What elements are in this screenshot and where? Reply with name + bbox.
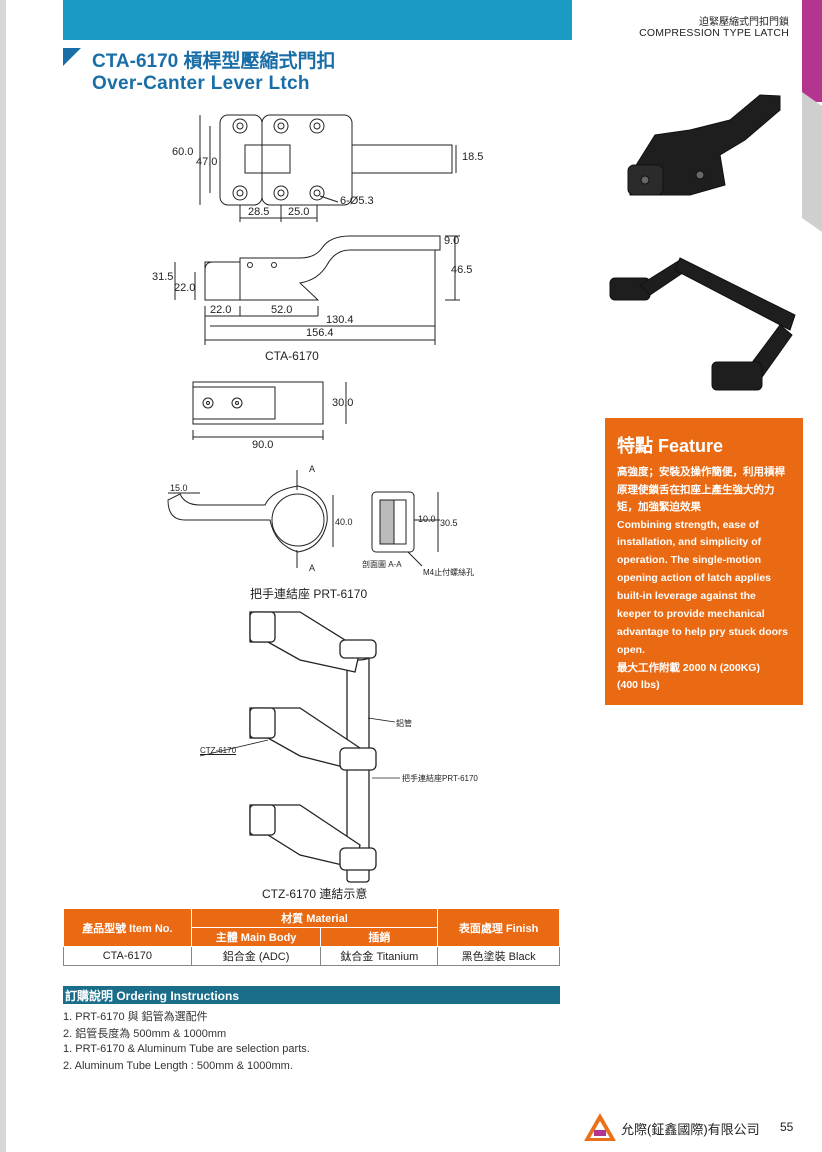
dim-section-height: 30.5: [440, 518, 458, 528]
feature-text-zh: 高強度；安裝及操作簡便，利用槓桿原理使鎖舌在扣座上產生強大的力矩，加強緊迫效果: [617, 466, 785, 513]
dim-handle-ring-diameter: 40.0: [335, 517, 353, 527]
screw-hole-label: M4止付螺絲孔: [423, 568, 475, 577]
spec-table: 產品型號 Item No. 材質 Material 表面處理 Finish 主體…: [63, 908, 560, 966]
dim-top-height: 60.0: [172, 146, 194, 158]
cell-finish: 黑色塗裝 Black: [437, 946, 560, 966]
ordering-title: 訂購說明 Ordering Instructions: [63, 986, 560, 1004]
dim-hole-spec: 6-Ø5.3: [340, 195, 374, 207]
feature-max-load: 最大工作附載 2000 N (200KG): [617, 661, 760, 674]
dim-side-lever-length: 130.4: [326, 314, 354, 326]
dim-top-spacing-2: 25.0: [288, 206, 310, 218]
page-left-edge: [0, 0, 6, 1152]
dim-side-keeper-length: 22.0: [210, 304, 232, 316]
title-marker-icon: [63, 48, 81, 66]
section-view-drawing: [371, 491, 440, 567]
feature-max-load-lbs: (400 lbs): [617, 679, 660, 692]
assembly-base-label: 把手連結座PRT-6170: [402, 774, 478, 783]
assembly-latch-top: [249, 611, 377, 673]
table-row: CTA-6170 鋁合金 (ADC) 鈦合金 Titanium 黑色塗裝 Bla…: [63, 946, 560, 966]
ordering-line-1: 1. PRT-6170 與 鋁管為選配件: [63, 1011, 208, 1023]
product-title-zh: CTA-6170 槓桿型壓縮式門扣: [92, 51, 336, 72]
assembly-caption: CTZ-6170 連結示意: [262, 887, 368, 901]
side-view-caption: CTA-6170: [265, 349, 319, 363]
main-body-header: 主體 Main Body: [190, 927, 322, 947]
dim-plate-length: 90.0: [252, 439, 274, 451]
section-mark-top: A: [309, 464, 316, 474]
ordering-line-3: 1. PRT-6170 & Aluminum Tube are selectio…: [63, 1043, 310, 1055]
product-title-en: Over-Canter Lever Ltch: [92, 73, 310, 94]
category-zh: 迫緊壓縮式門扣門鎖: [699, 17, 789, 28]
dim-side-body-length: 52.0: [271, 304, 293, 316]
dim-plate-width: 30.0: [332, 397, 354, 409]
top-view-drawing: [199, 114, 457, 222]
page-number: 55: [780, 1120, 794, 1134]
section-mark-bottom: A: [309, 563, 316, 573]
cell-main-body: 鋁合金 (ADC): [190, 946, 322, 966]
dim-top-inner-height: 47.0: [196, 156, 218, 168]
feature-title: 特點 Feature: [617, 436, 724, 456]
assembly-latch-middle: [249, 707, 377, 771]
product-photo-assembly: [609, 257, 796, 391]
section-tab-active: [802, 0, 822, 102]
assembly-latch-bottom: [249, 804, 377, 871]
finish-header: 表面處理 Finish: [437, 908, 560, 947]
header-color-bar: [63, 0, 572, 40]
dim-side-height: 46.5: [451, 264, 473, 276]
footer-company: 允際(鉦鑫國際)有限公司: [621, 1122, 760, 1137]
section-tab: [802, 92, 822, 232]
cell-item: CTA-6170: [63, 946, 192, 966]
section-label: 剖面圖 A-A: [362, 560, 402, 569]
handle-base-caption: 把手連結座 PRT-6170: [250, 587, 368, 601]
item-header: 產品型號 Item No.: [63, 908, 192, 947]
dim-side-lever-thickness: 9.0: [444, 235, 460, 247]
product-photo-latch: [627, 94, 781, 196]
feature-text-en: Combining strength, ease of installation…: [617, 518, 788, 656]
ordering-line-2: 2. 鋁管長度為 500mm & 1000mm: [63, 1028, 227, 1040]
dim-lever-width: 18.5: [462, 151, 484, 163]
pin-header: 插銷: [320, 927, 439, 947]
dim-side-base-height: 31.5: [152, 271, 174, 283]
dim-section-width: 10.0: [418, 514, 436, 524]
dim-handle-thickness: 15.0: [170, 483, 188, 493]
dim-side-base-inner: 22.0: [174, 282, 196, 294]
assembly-tube-label: 鋁管: [396, 719, 412, 728]
handle-base-drawing: [167, 470, 334, 568]
assembly-drawing: [199, 611, 400, 883]
assembly-latch-label: CTZ-6170: [200, 746, 237, 755]
company-logo-icon: [584, 1113, 616, 1141]
dim-top-spacing-1: 28.5: [248, 206, 270, 218]
ordering-line-4: 2. Aluminum Tube Length : 500mm & 1000mm…: [63, 1060, 293, 1072]
cell-pin: 鈦合金 Titanium: [320, 946, 439, 966]
dim-side-total-length: 156.4: [306, 327, 334, 339]
feature-panel: 特點 Feature 高強度；安裝及操作簡便，利用槓桿原理使鎖舌在扣座上產生強大…: [605, 418, 803, 705]
plate-view-drawing: [192, 381, 347, 440]
category-en: COMPRESSION TYPE LATCH: [639, 27, 789, 39]
material-header: 材質 Material: [190, 908, 439, 928]
side-view-drawing: [174, 235, 460, 345]
